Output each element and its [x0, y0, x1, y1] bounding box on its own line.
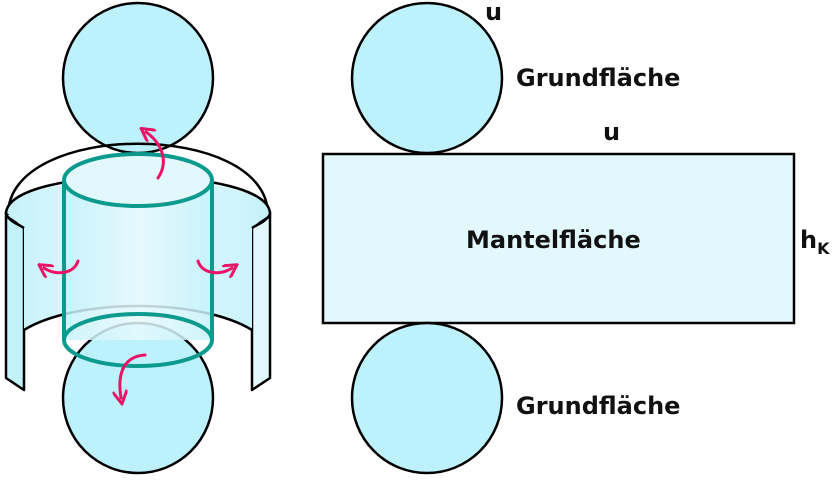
height-label-main: h [800, 226, 818, 254]
shell-top-edge [6, 142, 270, 216]
rect-circumference-label: u [603, 118, 621, 146]
right-mantle-flap [250, 210, 272, 392]
mantle-label: Mantelfläche [466, 226, 641, 254]
inner-cylinder-bottom-front [62, 339, 214, 368]
arrow-left-icon [44, 259, 80, 273]
cylinder-net [321, 1, 796, 475]
height-label: hK [800, 226, 830, 258]
net-top-circle [350, 1, 504, 155]
arrow-right-icon [196, 259, 232, 273]
arrow-down-icon [120, 353, 147, 398]
net-mantle-rectangle [321, 152, 796, 325]
top-circle-circumference-label: u [485, 0, 503, 26]
arrow-up-icon [146, 132, 165, 180]
left-mantle-flap [4, 210, 26, 392]
inner-cylinder-top [62, 152, 214, 208]
inner-cylinder-bottom-back [62, 312, 214, 341]
unrolling-cylinder-figure [4, 1, 272, 475]
bottom-base-circle [61, 321, 215, 475]
bottom-base-label: Grundfläche [516, 392, 681, 420]
height-label-sub: K [817, 239, 830, 258]
net-bottom-circle [350, 321, 504, 475]
top-base-circle [61, 1, 215, 155]
top-base-label: Grundfläche [516, 64, 681, 92]
